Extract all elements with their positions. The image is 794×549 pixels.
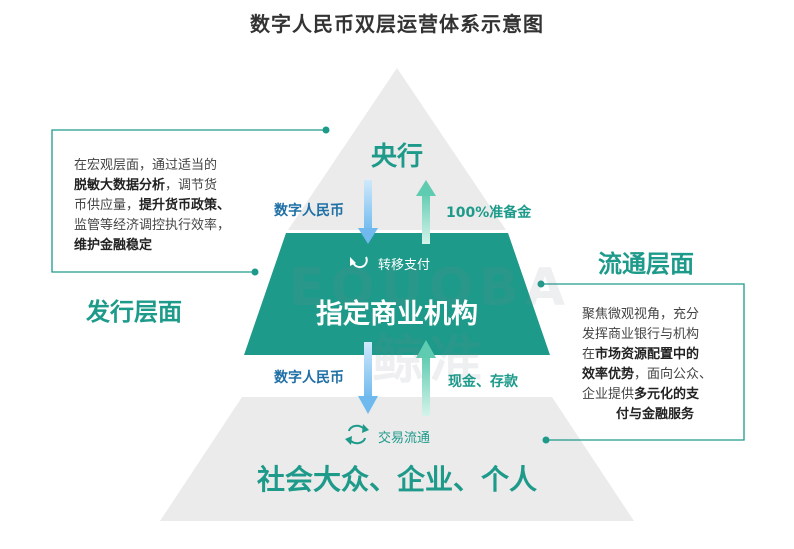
pyramid-bottom-tier	[160, 397, 634, 521]
right-bold-4: 付与金融服务	[616, 407, 695, 422]
transfer-cycle-icon	[350, 256, 368, 269]
bottom-tier-label: 社会大众、企业、个人	[256, 463, 537, 496]
watermark: EQUOBA 鲸准	[288, 258, 572, 391]
issuance-layer-label: 发行层面	[86, 298, 182, 326]
left-box-connector	[51, 129, 326, 273]
arrow-down-digital-rmb-bottom	[358, 342, 378, 414]
connector-dot	[251, 268, 259, 276]
left-text-3: 币供应量，	[74, 198, 140, 213]
arrow-label-digital-rmb-top: 数字人民币	[274, 203, 344, 219]
left-text-4: 监管等经济调控执行效率，	[74, 218, 231, 233]
arrow-label-digital-rmb-bottom: 数字人民币	[274, 370, 344, 386]
circulation-layer-label: 流通层面	[598, 250, 694, 278]
arrow-label-reserve: 100%准备金	[446, 205, 532, 221]
left-text-1: 在宏观层面，通过适当的	[74, 158, 218, 173]
left-bold-1: 脱敏大数据分析	[74, 178, 166, 193]
right-text-4: ，面向公众、	[634, 367, 713, 382]
right-text-5: 企业提供	[582, 387, 635, 402]
right-bold-2: 效率优势	[582, 367, 635, 382]
right-box-connector	[541, 283, 745, 441]
left-bold-3: 维护金融稳定	[74, 238, 153, 253]
top-tier-label: 央行	[370, 142, 423, 172]
right-bold-3: 多元化的支	[634, 387, 700, 402]
transfer-payment-label: 转移支付	[378, 258, 431, 273]
circulation-description: 聚焦微观视角，充分 发挥商业银行与机构 在市场资源配置中的 效率优势，面向公众、…	[582, 305, 742, 425]
connector-dot	[537, 280, 545, 288]
middle-tier-label: 指定商业机构	[316, 299, 478, 330]
left-text-2: ，调节货	[165, 178, 218, 193]
connector-dot	[322, 126, 330, 134]
right-text-2: 发挥商业银行与机构	[582, 327, 700, 342]
arrow-up-cash-deposit	[416, 340, 436, 416]
arrow-label-cash-deposit: 现金、存款	[448, 374, 518, 390]
arrow-down-digital-rmb-top	[358, 180, 378, 244]
pyramid-middle-tier	[244, 233, 550, 355]
right-text-3: 在	[582, 347, 596, 362]
pyramid-top-tier	[288, 68, 506, 230]
right-text-1: 聚焦微观视角，充分	[582, 307, 700, 322]
page-title: 数字人民币双层运营体系示意图	[250, 12, 544, 36]
arrow-up-reserve	[416, 180, 436, 244]
connector-dot	[542, 436, 550, 444]
right-bold-1: 市场资源配置中的	[595, 347, 700, 362]
transaction-circulation-label: 交易流通	[378, 431, 431, 446]
transaction-cycle-icon	[345, 424, 369, 445]
left-bold-2: 提升货币政策、	[139, 198, 231, 213]
issuance-description: 在宏观层面，通过适当的 脱敏大数据分析，调节货 币供应量，提升货币政策、 监管等…	[74, 156, 270, 256]
